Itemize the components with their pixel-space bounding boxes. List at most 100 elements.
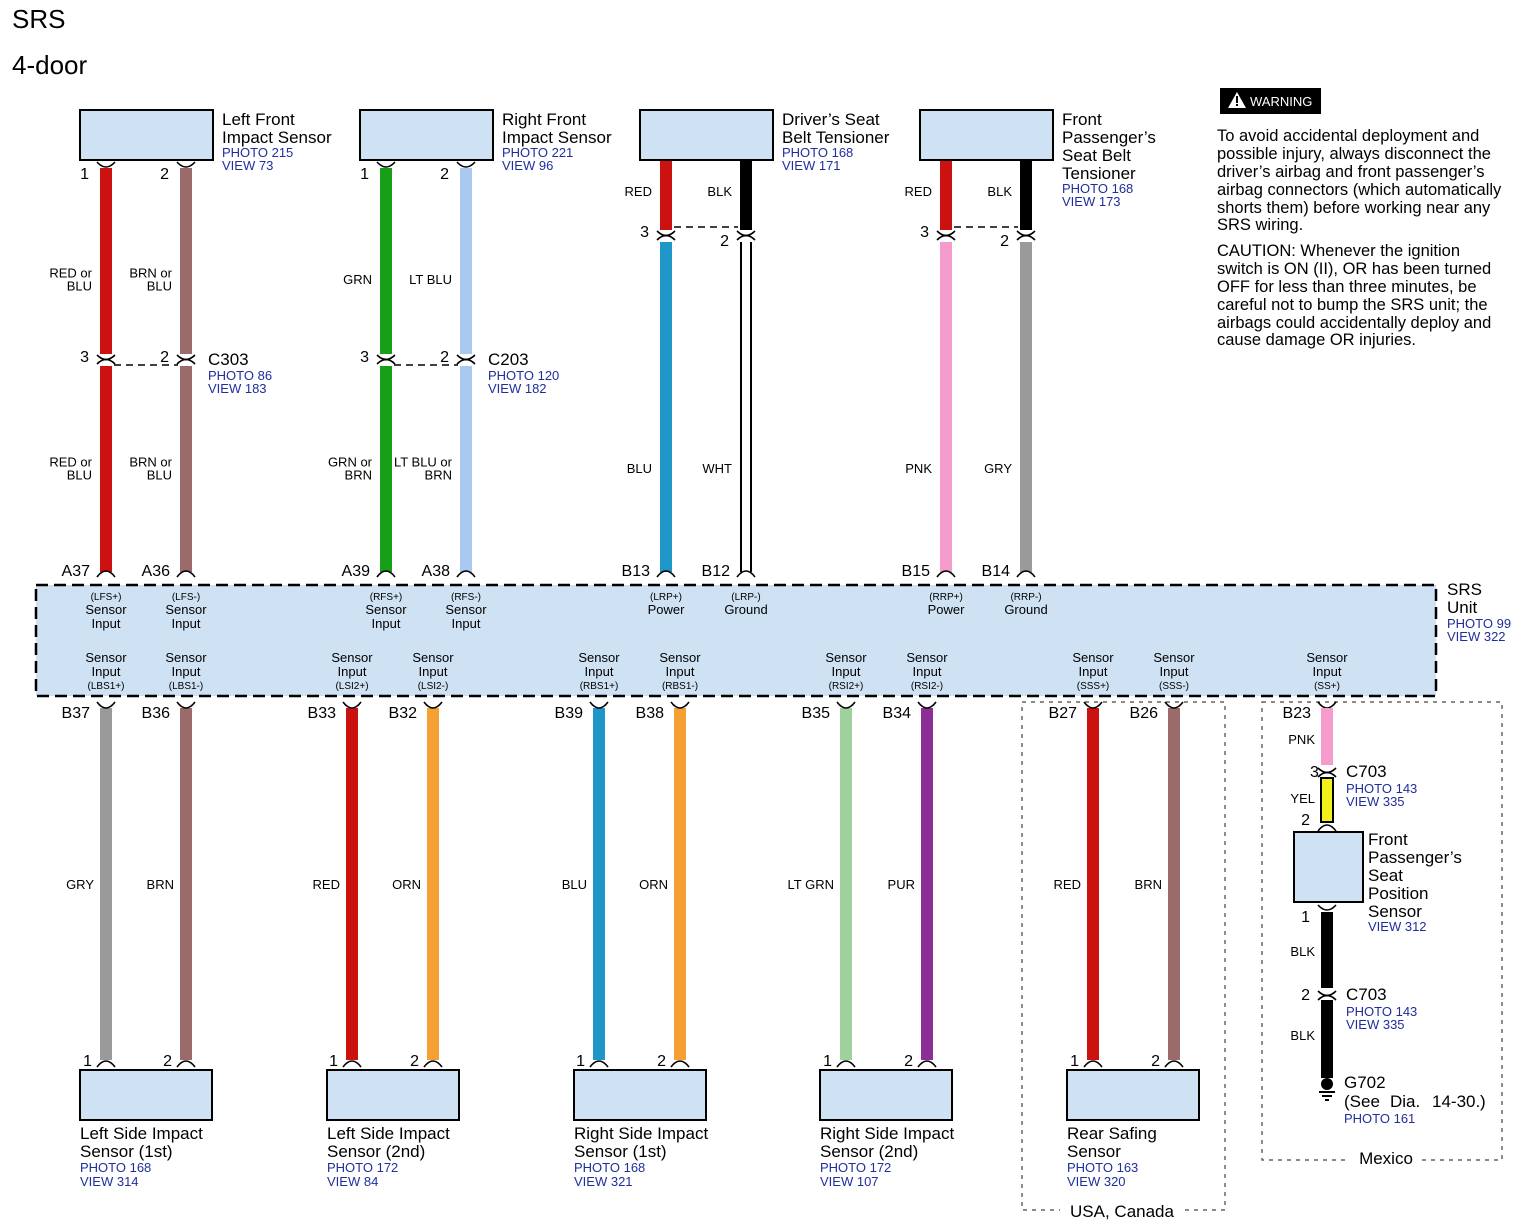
- bottom-component-name: Left Side Impact: [327, 1124, 450, 1143]
- bottom-component-terminal: [1164, 1060, 1184, 1068]
- srs-bottom-pin-id: B33: [308, 705, 337, 722]
- mexico-wire-blk-2: [1321, 1000, 1333, 1078]
- top-connector-name: C303: [208, 350, 249, 369]
- mexico-c703-bottom-name: C703: [1346, 985, 1387, 1004]
- srs-bottom-pin-id: B32: [389, 705, 418, 722]
- srs-top-pin-terminal: [736, 570, 756, 578]
- top-wire-label-lower: WHT: [702, 461, 732, 476]
- wires-layer: [100, 160, 1180, 1060]
- top-connector-pin: 3: [920, 224, 929, 241]
- top-wire-lower: [742, 242, 750, 572]
- srs-bottom-pin-signal: (RSI2-): [911, 681, 943, 692]
- srs-bottom-pin-terminal: [176, 701, 196, 709]
- top-connector-pin: 2: [720, 233, 729, 250]
- top-component-box: [919, 109, 1054, 161]
- bottom-component-pin: 1: [83, 1053, 92, 1070]
- bottom-component-pin: 2: [657, 1053, 666, 1070]
- mexico-ground-photo: PHOTO 161: [1344, 1111, 1415, 1126]
- bottom-wire: [180, 708, 192, 1060]
- top-inline-connector-lower: [376, 358, 396, 365]
- top-wire-label-lower: BLU: [147, 468, 172, 483]
- page-title: SRS: [12, 4, 65, 34]
- srs-top-pin-terminal: [1016, 570, 1036, 578]
- top-component-terminal: [456, 161, 476, 168]
- top-component-view: VIEW 171: [782, 158, 841, 173]
- usa-canada-label-bg: [1060, 1200, 1185, 1224]
- top-wire-upper: [740, 160, 752, 230]
- warning-exclamation-dot: [1236, 104, 1238, 106]
- bottom-component-pin: 2: [904, 1053, 913, 1070]
- mexico-region: [1261, 701, 1503, 1161]
- srs-bottom-pin-desc: Input: [172, 664, 201, 679]
- srs-unit-name-2: Unit: [1447, 598, 1478, 617]
- warning-line-6: SRS wiring.: [1217, 216, 1303, 234]
- srs-top-pin-desc: Sensor: [85, 602, 127, 617]
- top-wire-label-upper: BLU: [147, 279, 172, 294]
- mexico-sensor-name: Passenger’s: [1368, 848, 1462, 867]
- bottom-component-name: Sensor (1st): [574, 1142, 667, 1161]
- warning-line-4: airbag connectors (which automatically: [1217, 181, 1502, 199]
- top-wire-label-lower: BRN or: [129, 455, 172, 470]
- mexico-sensor-name: Position: [1368, 884, 1428, 903]
- mexico-ground-close-paren: ): [1480, 1092, 1486, 1111]
- srs-bottom-pin-desc: Input: [1313, 664, 1342, 679]
- srs-bottom-pin-desc: Input: [419, 664, 448, 679]
- mexico-sensor-name: Seat: [1368, 866, 1403, 885]
- mexico-c703-top-view: VIEW 335: [1346, 794, 1405, 809]
- top-connector-pin: 2: [440, 349, 449, 366]
- srs-bottom-pin-id: B26: [1130, 705, 1159, 722]
- srs-top-pin-id: A37: [62, 563, 91, 580]
- top-component-name: Left Front: [222, 110, 295, 129]
- top-wire-label-upper: GRN: [343, 272, 372, 287]
- bottom-component-box: [79, 1069, 213, 1121]
- mexico-c703-bottom-photo: PHOTO 143: [1346, 1004, 1417, 1019]
- srs-bottom-pin-id: B35: [802, 705, 831, 722]
- mexico-c703-top-pin: 3: [1310, 764, 1319, 781]
- warning-line-2: possible injury, always disconnect the: [1217, 145, 1491, 163]
- top-connector-pin: 3: [360, 349, 369, 366]
- top-component-name: Belt Tensioner: [782, 128, 890, 147]
- mexico-label: Mexico: [1359, 1149, 1413, 1168]
- srs-bottom-pin-desc: Input: [338, 664, 367, 679]
- top-component-pin: 2: [440, 166, 449, 183]
- mexico-wire-blk2-label: BLK: [1290, 1028, 1315, 1043]
- bottom-component-view: VIEW 314: [80, 1174, 139, 1189]
- srs-top-pin-terminal: [456, 570, 476, 578]
- top-component-photo: PHOTO 168: [1062, 181, 1133, 196]
- bottom-component-photo: PHOTO 163: [1067, 1160, 1138, 1175]
- top-wire-label-upper: BRN or: [129, 266, 172, 281]
- srs-top-pin-signal: (LFS-): [172, 592, 200, 603]
- bottom-component-pin: 1: [576, 1053, 585, 1070]
- bottom-component-pin: 2: [163, 1053, 172, 1070]
- srs-bottom-pin-desc: Sensor: [1153, 650, 1195, 665]
- top-wire-label-lower: LT BLU or: [394, 455, 453, 470]
- srs-bottom-pin-signal: (RBS1+): [580, 681, 619, 692]
- top-wire-upper: [660, 160, 672, 230]
- bottom-component-terminal: [1083, 1060, 1103, 1068]
- srs-top-pin-id: B14: [982, 563, 1011, 580]
- bottom-component-pin: 1: [1070, 1053, 1079, 1070]
- srs-bottom-pin-terminal: [670, 701, 690, 709]
- srs-bottom-pin-signal: (LSI2+): [335, 681, 368, 692]
- srs-top-pin-signal: (RRP+): [929, 592, 963, 603]
- top-wire-label-lower: BRN: [425, 468, 452, 483]
- srs-top-pin-terminal: [96, 570, 116, 578]
- top-wire-label-lower: BLU: [627, 461, 652, 476]
- mexico-c703-bottom-connector-lower: [1317, 994, 1337, 1001]
- bottom-component-name: Right Side Impact: [574, 1124, 708, 1143]
- bottom-wire-label: RED: [1054, 877, 1081, 892]
- srs-unit-box: [34, 583, 1438, 698]
- top-connector-photo: PHOTO 120: [488, 368, 559, 383]
- srs-bottom-pin-desc: Input: [92, 664, 121, 679]
- bottom-wire-label: RED: [313, 877, 340, 892]
- srs-bottom-pin-signal: (SS+): [1314, 681, 1340, 692]
- top-component-name: Impact Sensor: [222, 128, 332, 147]
- bottom-component-pin: 2: [410, 1053, 419, 1070]
- srs-top-pin-signal: (LRP+): [650, 592, 682, 603]
- srs-top-pin-id: B13: [622, 563, 651, 580]
